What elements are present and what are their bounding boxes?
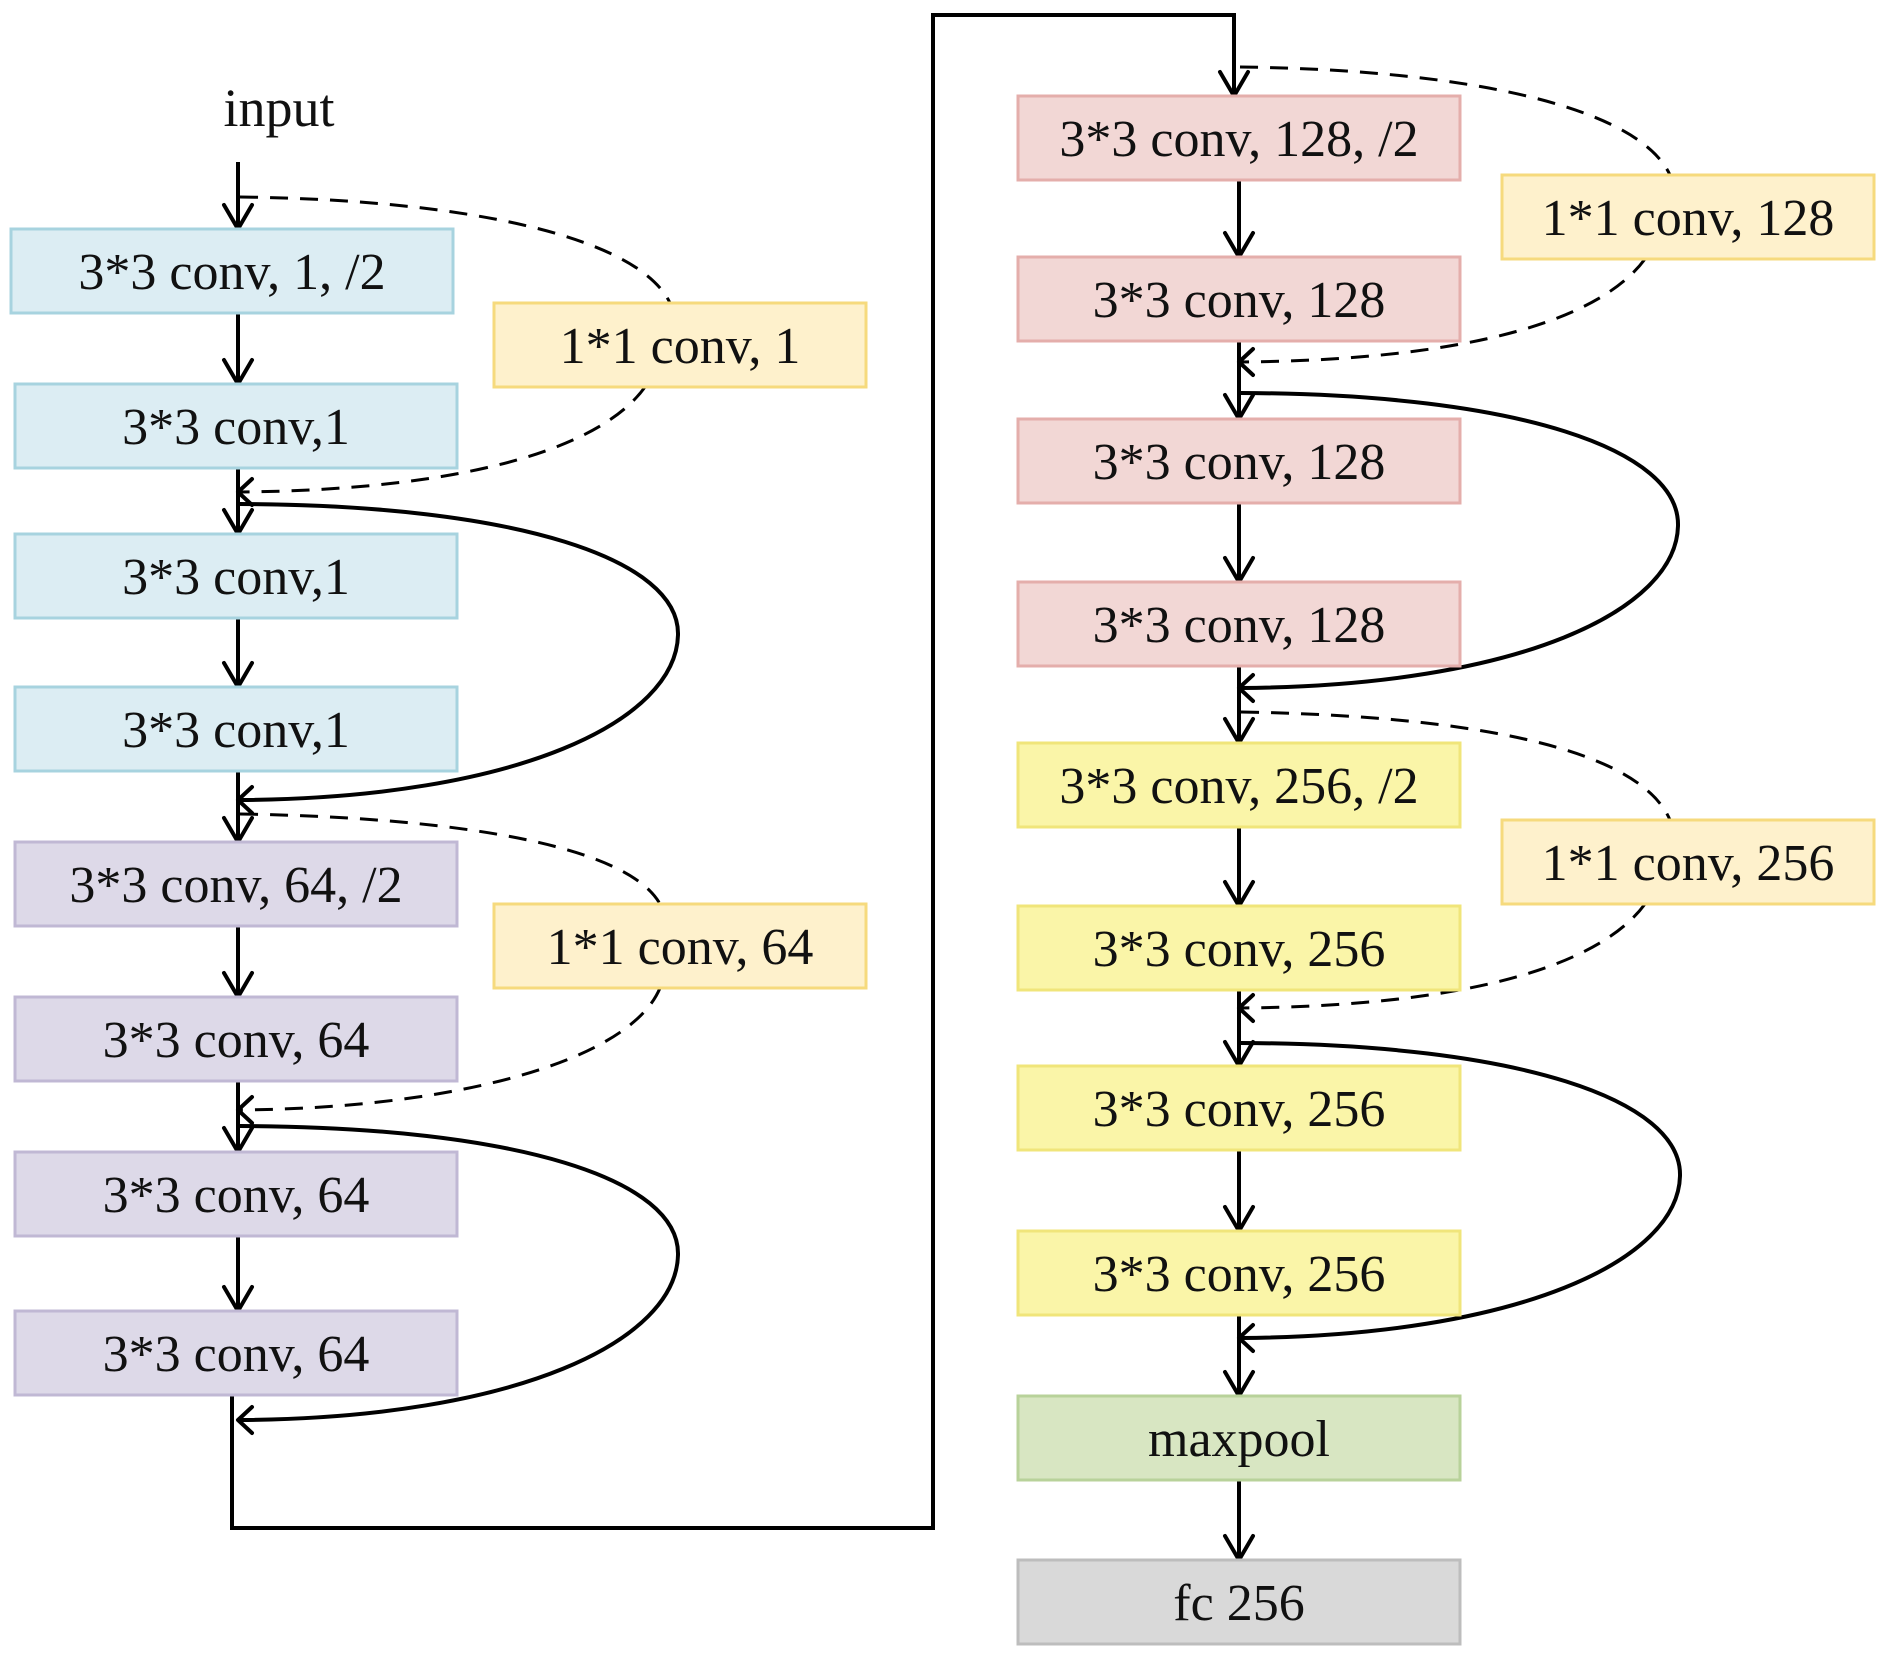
left-layer-7-label: 3*3 conv, 64 [103,1167,370,1224]
left-layer-3: 3*3 conv,1 [13,532,459,620]
left-layer-4-label: 3*3 conv,1 [122,702,350,759]
right-layer-8: 3*3 conv, 256 [1016,1229,1462,1317]
identity-shortcut-4-head [1237,1323,1255,1353]
left-layer-6-label: 3*3 conv, 64 [103,1012,370,1069]
left-layer-7-rect [13,1150,459,1238]
input-label: input [223,78,334,138]
left-layer-2-rect [13,382,459,470]
left-layer-1-label: 3*3 conv, 1, /2 [78,244,385,301]
left-layer-4-rect [13,685,459,773]
identity-shortcut-1 [239,502,681,802]
identity-shortcut-2 [239,1124,681,1422]
right-layer-1-label: 3*3 conv, 128, /2 [1059,111,1418,168]
right-layer-2: 3*3 conv, 128 [1016,255,1462,343]
left-layer-2-label: 3*3 conv,1 [122,399,350,456]
identity-shortcut-3-head [1237,673,1255,703]
left-layer-6: 3*3 conv, 64 [13,995,459,1083]
right-layer-2-rect [1016,255,1462,343]
left-shortcut-1-label: 1*1 conv, 1 [560,318,801,375]
right-layer-10-rect [1016,1558,1462,1646]
right-layer-8-rect [1016,1229,1462,1317]
right-layer-3-label: 3*3 conv, 128 [1093,434,1386,491]
left-layer-1-rect [9,227,455,315]
right-layer-7-rect [1016,1064,1462,1152]
dashed-shortcut-1-head [236,477,254,507]
right-shortcut-1: 1*1 conv, 128 [1500,173,1876,261]
right-layer-2-label: 3*3 conv, 128 [1093,272,1386,329]
right-layer-9-label: maxpool [1148,1411,1330,1468]
right-layer-4-rect [1016,580,1462,668]
right-layer-7: 3*3 conv, 256 [1016,1064,1462,1152]
dashed-shortcut-3-bottom [1240,258,1647,364]
left-layer-7: 3*3 conv, 64 [13,1150,459,1238]
left-layer-8: 3*3 conv, 64 [13,1309,459,1397]
right-layer-4: 3*3 conv, 128 [1016,580,1462,668]
left-layer-8-label: 3*3 conv, 64 [103,1326,370,1383]
left-shortcut-2: 1*1 conv, 64 [492,902,868,990]
left-layer-3-rect [13,532,459,620]
identity-shortcut-3 [1240,391,1681,690]
right-layer-6-rect [1016,904,1462,992]
left-layer-2: 3*3 conv,1 [13,382,459,470]
right-layer-9-rect [1016,1394,1462,1482]
right-shortcut-2-rect [1500,818,1876,906]
left-layer-4: 3*3 conv,1 [13,685,459,773]
right-shortcut-1-rect [1500,173,1876,261]
right-layer-5-label: 3*3 conv, 256, /2 [1059,758,1418,815]
right-layer-5: 3*3 conv, 256, /2 [1016,741,1462,829]
right-layer-4-label: 3*3 conv, 128 [1093,597,1386,654]
dashed-shortcut-3-head [1237,347,1255,377]
dashed-shortcut-4-bottom [1240,903,1647,1010]
identity-shortcut-4 [1240,1041,1683,1340]
right-layer-6: 3*3 conv, 256 [1016,904,1462,992]
dashed-shortcut-4-head [1237,993,1255,1023]
right-layer-10-label: fc 256 [1173,1575,1304,1632]
column-connector [230,13,1236,1530]
identity-shortcut-1-head [236,785,254,815]
left-shortcut-1: 1*1 conv, 1 [492,301,868,389]
dashed-shortcut-1-bottom [239,386,647,494]
right-layer-3: 3*3 conv, 128 [1016,417,1462,505]
right-layer-1-rect [1016,94,1462,182]
dashed-shortcut-2-bottom [239,987,662,1112]
dashed-shortcut-1-top [239,195,672,304]
right-layer-7-label: 3*3 conv, 256 [1093,1081,1386,1138]
right-layer-3-rect [1016,417,1462,505]
right-shortcut-1-label: 1*1 conv, 128 [1542,190,1835,247]
left-shortcut-2-label: 1*1 conv, 64 [547,919,814,976]
identity-shortcut-2-head [236,1405,254,1435]
right-layer-8-label: 3*3 conv, 256 [1093,1246,1386,1303]
connectors [222,13,1683,1562]
left-layer-3-label: 3*3 conv,1 [122,549,350,606]
right-layer-5-rect [1016,741,1462,829]
left-shortcut-1-rect [492,301,868,389]
left-layer-5: 3*3 conv, 64, /2 [13,840,459,928]
left-shortcut-2-rect [492,902,868,990]
right-shortcut-2: 1*1 conv, 256 [1500,818,1876,906]
right-layer-9: maxpool [1016,1394,1462,1482]
left-layer-1: 3*3 conv, 1, /2 [9,227,455,315]
right-layer-10: fc 256 [1016,1558,1462,1646]
dashed-shortcut-3-top [1239,65,1672,176]
dashed-shortcut-4-top [1240,710,1672,821]
right-layer-6-label: 3*3 conv, 256 [1093,921,1386,978]
left-layer-8-rect [13,1309,459,1397]
left-layer-5-label: 3*3 conv, 64, /2 [69,857,402,914]
right-layer-1: 3*3 conv, 128, /2 [1016,94,1462,182]
dashed-shortcut-2-top [239,812,662,905]
dashed-shortcut-2-head [236,1095,254,1125]
right-shortcut-2-label: 1*1 conv, 256 [1542,835,1835,892]
layer-boxes: 3*3 conv, 1, /2 3*3 conv,1 3*3 conv,1 3*3 c… [9,94,1876,1646]
left-layer-6-rect [13,995,459,1083]
left-layer-5-rect [13,840,459,928]
